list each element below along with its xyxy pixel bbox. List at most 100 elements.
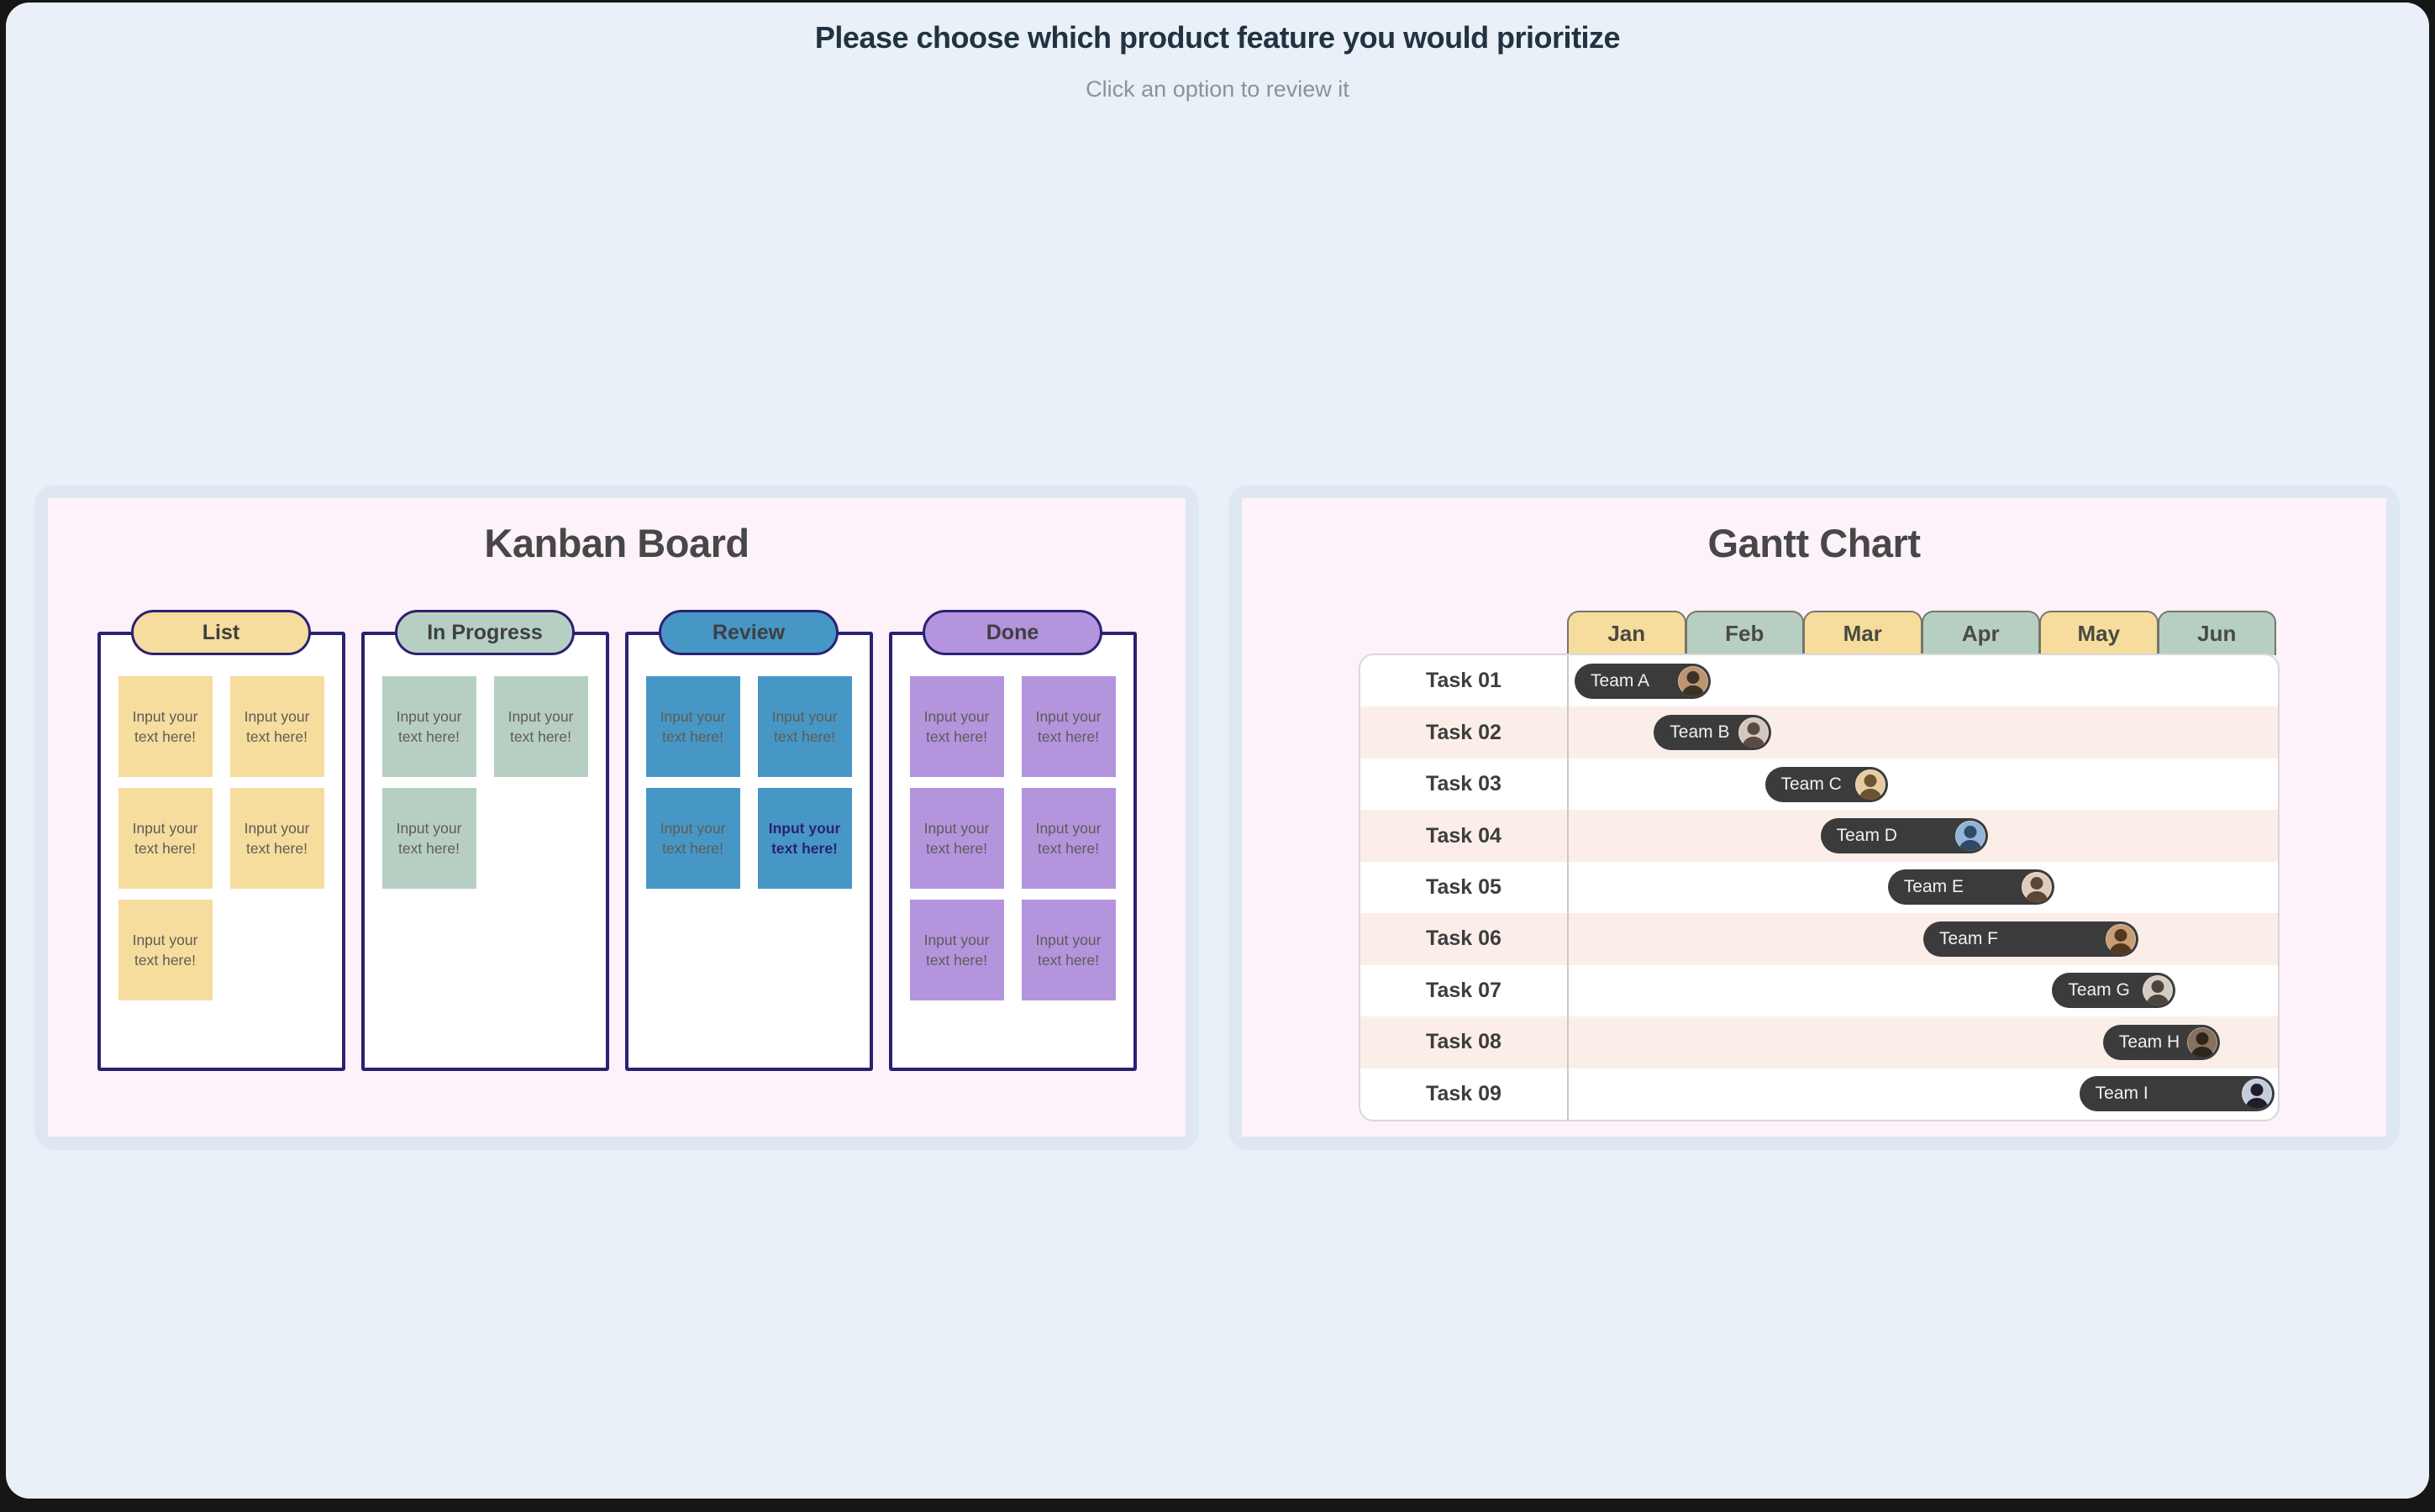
task-label: Task 08	[1360, 1016, 1569, 1068]
team-label: Team H	[2118, 1032, 2180, 1052]
kanban-card: Input your text here!	[757, 676, 852, 777]
team-avatar	[2106, 923, 2136, 954]
kanban-card: Input your text here!	[1021, 676, 1116, 777]
column-cards-in-progress: Input your text here!Input your text her…	[365, 635, 606, 1068]
column-cards-review: Input your text here!Input your text her…	[628, 635, 870, 1068]
task-timeline: Team G	[1569, 965, 2278, 1016]
task-label: Task 07	[1360, 964, 1569, 1017]
gantt-row-task-07: Task 07 Team G	[1360, 964, 2278, 1017]
task-label: Task 06	[1360, 913, 1569, 965]
task-label: Task 05	[1360, 861, 1569, 914]
column-header-in-progress: In Progress	[395, 610, 575, 655]
kanban-card: Input your text here!	[757, 788, 852, 889]
team-avatar	[2142, 975, 2173, 1006]
team-avatar	[2022, 872, 2053, 903]
team-label: Team D	[1836, 826, 1897, 846]
task-timeline: Team I	[1569, 1068, 2278, 1120]
gantt-bar-team-i: Team I	[2079, 1076, 2275, 1112]
task-timeline: Team F	[1569, 913, 2278, 964]
team-label: Team C	[1780, 774, 1842, 794]
team-avatar	[1854, 769, 1885, 800]
task-label: Task 04	[1360, 810, 1569, 862]
gantt-bar-team-e: Team E	[1887, 869, 2055, 906]
kanban-card: Input your text here!	[229, 788, 324, 889]
kanban-card: Input your text here!	[909, 788, 1004, 889]
month-tab-may: May	[2039, 611, 2159, 655]
gantt-row-task-04: Task 04 Team D	[1360, 810, 2278, 862]
task-timeline: Team D	[1569, 810, 2278, 861]
kanban-card: Input your text here!	[645, 676, 740, 777]
kanban-card: Input your text here!	[118, 900, 213, 1000]
page-subtitle: Click an option to review it	[1086, 76, 1349, 102]
gantt-bar-team-c: Team C	[1764, 766, 1888, 802]
task-label: Task 03	[1360, 758, 1569, 811]
gantt-row-task-03: Task 03 Team C	[1360, 758, 2278, 811]
app-background: Please choose which product feature you …	[6, 3, 2429, 1499]
page-title: Please choose which product feature you …	[814, 20, 1621, 55]
month-tab-feb: Feb	[1685, 611, 1804, 655]
kanban-card: Input your text here!	[1021, 900, 1116, 1000]
team-avatar	[1955, 821, 1986, 852]
team-label: Team F	[1939, 928, 1999, 948]
team-label: Team I	[2095, 1084, 2148, 1104]
column-header-review: Review	[659, 610, 839, 655]
team-label: Team G	[2068, 980, 2130, 1000]
gantt-bar-team-b: Team B	[1654, 715, 1771, 751]
month-tab-mar: Mar	[1803, 611, 1922, 655]
team-avatar	[2187, 1026, 2218, 1058]
kanban-card: Input your text here!	[493, 676, 588, 777]
month-tab-jan: Jan	[1567, 611, 1686, 655]
team-label: Team B	[1670, 722, 1730, 743]
team-label: Team E	[1903, 877, 1964, 897]
gantt-bar-team-h: Team H	[2102, 1024, 2221, 1060]
task-timeline: Team B	[1569, 706, 2278, 758]
gantt-bar-team-d: Team D	[1820, 818, 1989, 854]
task-timeline: Team A	[1569, 655, 2278, 706]
kanban-card: Input your text here!	[381, 676, 476, 777]
month-tab-apr: Apr	[1921, 611, 2040, 655]
kanban-card: Input your text here!	[118, 788, 213, 889]
month-tab-jun: Jun	[2157, 611, 2276, 655]
kanban-card: Input your text here!	[229, 676, 324, 777]
task-label: Task 09	[1360, 1068, 1569, 1120]
gantt-row-task-09: Task 09 Team I	[1360, 1068, 2278, 1120]
column-cards-done: Input your text here!Input your text her…	[892, 635, 1133, 1068]
gantt-row-task-02: Task 02 Team B	[1360, 706, 2278, 759]
gantt-row-task-05: Task 05 Team E	[1360, 861, 2278, 914]
gantt-bar-team-f: Team F	[1923, 921, 2138, 957]
kanban-card: Input your text here!	[118, 676, 213, 777]
gantt-bar-team-a: Team A	[1575, 663, 1711, 699]
gantt-title: Gantt Chart	[1707, 521, 1922, 565]
kanban-card: Input your text here!	[381, 788, 476, 889]
kanban-card: Input your text here!	[909, 900, 1004, 1000]
gantt-row-task-06: Task 06 Team F	[1360, 913, 2278, 965]
gantt-row-task-08: Task 08 Team H	[1360, 1016, 2278, 1068]
task-label: Task 01	[1360, 655, 1569, 707]
task-timeline: Team E	[1569, 862, 2278, 913]
gantt-row-task-01: Task 01 Team A	[1360, 655, 2278, 707]
column-header-done: Done	[923, 610, 1102, 655]
team-label: Team A	[1591, 670, 1650, 690]
kanban-card: Input your text here!	[1021, 788, 1116, 889]
column-cards-list: Input your text here!Input your text her…	[101, 635, 342, 1068]
kanban-card: Input your text here!	[645, 788, 740, 889]
task-timeline: Team C	[1569, 759, 2278, 810]
task-label: Task 02	[1360, 706, 1569, 759]
column-header-list: List	[131, 610, 311, 655]
gantt-bar-team-g: Team G	[2052, 973, 2175, 1009]
team-avatar	[1677, 665, 1708, 696]
kanban-card: Input your text here!	[909, 676, 1004, 777]
task-timeline: Team H	[1569, 1016, 2278, 1068]
team-avatar	[2241, 1079, 2272, 1110]
team-avatar	[1738, 717, 1769, 748]
